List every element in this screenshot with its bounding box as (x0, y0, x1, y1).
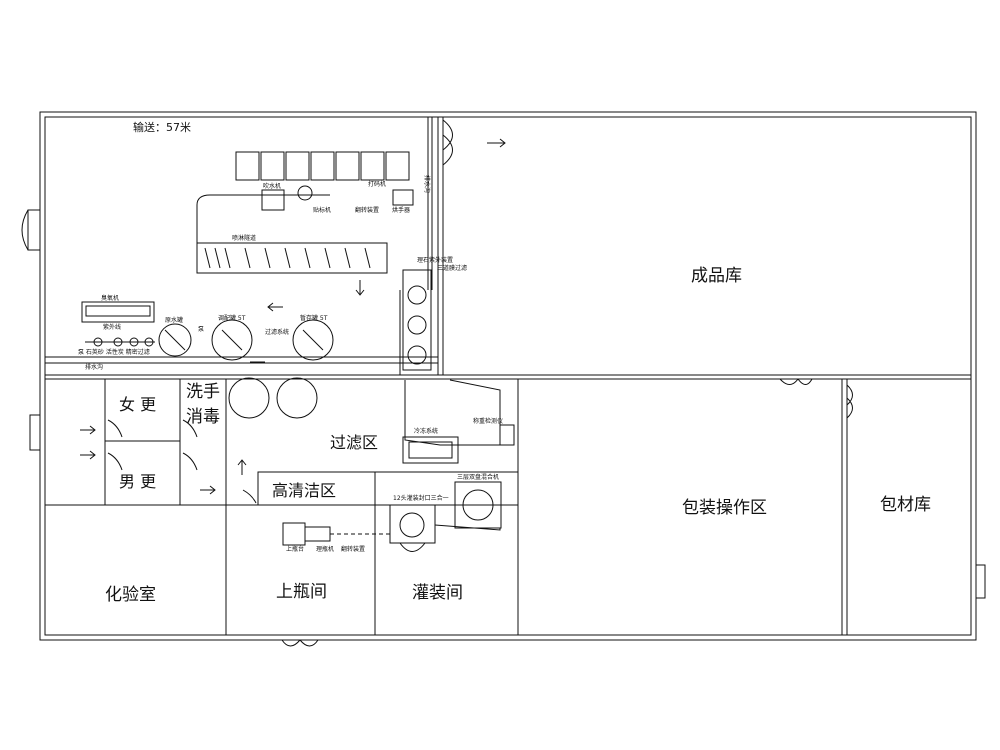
room-material-store: 包材库 (880, 495, 931, 515)
label-drain-horizontal: 排水沟 (85, 363, 103, 371)
door-top[interactable] (442, 119, 453, 166)
label-filter-system: 过滤系统 (265, 328, 289, 336)
room-wash-2: 消毒 (186, 407, 220, 427)
label-hand-dryer: 烘手器 (392, 206, 410, 214)
label-cooling: 冷冻系统 (414, 427, 438, 435)
label-pump-row: 泵 石英砂 活性炭 精密过滤 (78, 348, 150, 356)
cooling-unit (402, 436, 459, 464)
tank-store (292, 319, 334, 361)
label-capper: 三层双盘混合机 (457, 473, 499, 481)
label-blower: 吹水机 (263, 182, 281, 190)
door-material[interactable] (846, 384, 853, 419)
label-filler: 12头灌装封口三合一 (393, 494, 449, 502)
room-mens-change-label: 男 更 (119, 472, 156, 491)
label-flip-device: 翻转装置 (341, 545, 365, 553)
label-store-tank: 暂存罐 5T (300, 314, 328, 322)
panel-array (235, 151, 410, 181)
room-bottle: 上瓶间 (276, 582, 327, 602)
room-high-clean-label: 高清洁区 (272, 481, 336, 500)
room-lab: 化验室 (105, 585, 156, 605)
outer-wall-inner (44, 116, 972, 636)
label-mix-tank: 调配罐 5T (218, 314, 246, 322)
bottle-feed (282, 522, 306, 546)
label-uv-top2: 三道膜过滤 (437, 264, 467, 272)
spray-tunnel (196, 242, 388, 274)
label-unscrambler: 理瓶机 (316, 545, 334, 553)
label-pump: 泵 (198, 326, 204, 333)
door-bottom[interactable] (281, 639, 319, 647)
label-printer: 打码机 (368, 180, 386, 188)
header-transport: 输送：57米 (133, 120, 191, 134)
outer-wall (39, 111, 977, 641)
room-womens-change-label: 女 更 (119, 395, 156, 414)
label-weight-check: 称重检测仪 (473, 417, 503, 425)
tank-raw (158, 323, 192, 357)
tank-mix (211, 319, 253, 361)
room-packaging: 包装操作区 (682, 498, 767, 518)
door-right[interactable] (976, 564, 986, 599)
room-finished-goods: 成品库 (691, 266, 742, 286)
room-wash-1: 洗手 (186, 382, 220, 402)
label-boiler: 臭氧机 (101, 294, 119, 302)
label-labeler: 贴标机 (313, 206, 331, 214)
room-filling: 灌装间 (412, 583, 463, 603)
room-filter-area: 过滤区 (330, 433, 378, 452)
door-left[interactable] (21, 209, 40, 251)
label-flipper: 翻转装置 (355, 206, 379, 214)
door-left-lower[interactable] (29, 414, 40, 451)
door-mid[interactable] (779, 378, 813, 385)
label-uv-top: 理石紫外装置 (417, 256, 453, 264)
label-raw-tank: 原水罐 (165, 316, 183, 324)
label-spray-tunnel: 喷淋隧道 (232, 234, 256, 242)
label-bottle-feed: 上瓶台 (286, 545, 304, 553)
label-uv: 紫外线 (103, 323, 121, 331)
label-drain-vertical: 排水沟 (423, 175, 431, 193)
filler (389, 504, 436, 544)
